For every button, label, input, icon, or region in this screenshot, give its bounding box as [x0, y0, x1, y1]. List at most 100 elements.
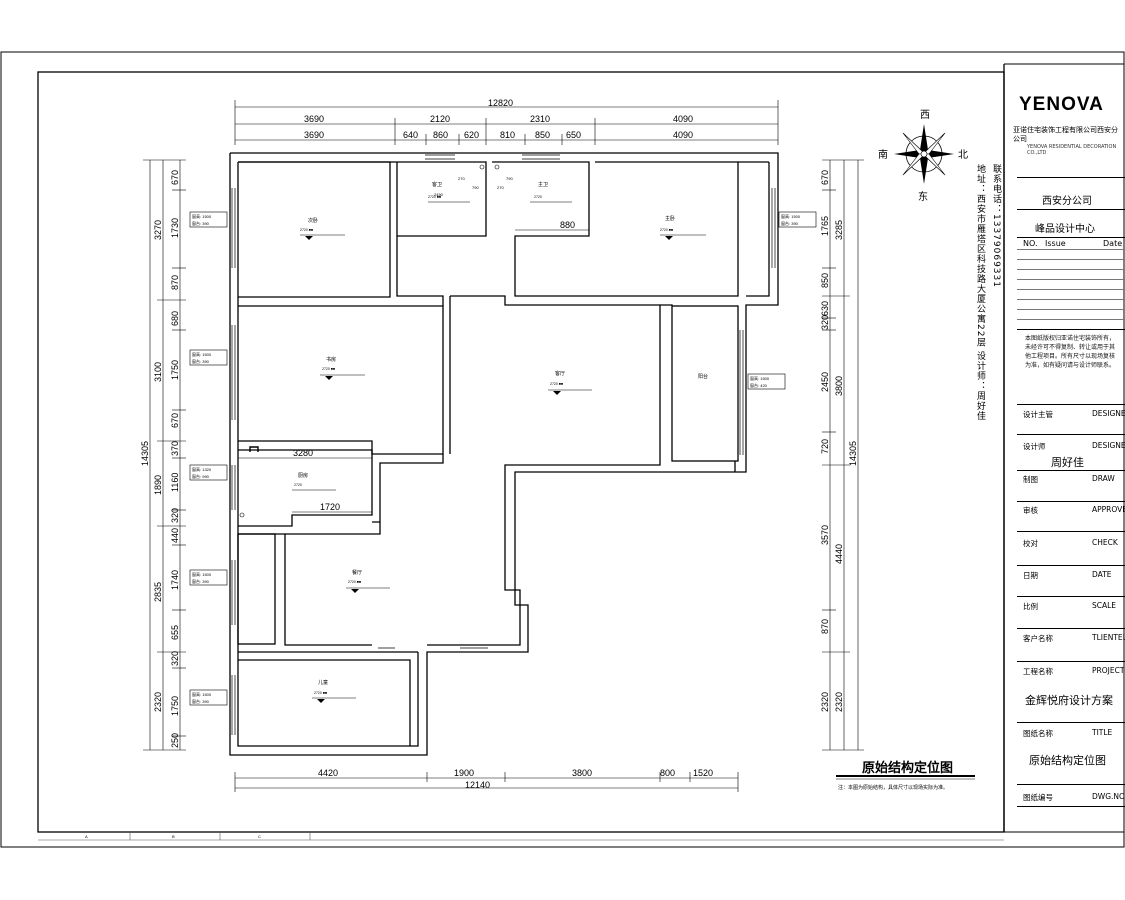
project-name: 金辉悦府设计方案: [1025, 694, 1113, 707]
tb-value: SCALE: [1092, 601, 1117, 610]
svg-text:655: 655: [170, 625, 180, 640]
svg-text:800: 800: [660, 768, 675, 778]
svg-text:窗高: 1500: 窗高: 1500: [781, 213, 801, 219]
svg-text:4440: 4440: [834, 544, 844, 564]
svg-text:窗高: 1500: 窗高: 1500: [750, 375, 770, 381]
svg-text:窗高: 1500: 窗高: 1500: [192, 351, 212, 357]
svg-text:320: 320: [170, 508, 180, 523]
tb-label: 图纸编号: [1023, 793, 1053, 802]
dim-bottom-total: 12140: [465, 780, 490, 790]
company-name: 亚诺住宅装饰工程有限公司西安分公司: [1013, 126, 1118, 143]
compass-north: 北: [958, 149, 968, 161]
svg-text:2450: 2450: [820, 372, 830, 392]
tb-label: 工程名称: [1023, 667, 1053, 676]
tb-value: PROJECT: [1092, 666, 1125, 675]
tb-label: 日期: [1023, 571, 1038, 580]
svg-text:270: 270: [497, 185, 504, 190]
designer-name: 周好佳: [1051, 456, 1084, 469]
svg-text:650: 650: [566, 130, 581, 140]
svg-text:2310: 2310: [530, 114, 550, 124]
tb-label: 设计主管: [1023, 410, 1053, 419]
svg-text:4090: 4090: [673, 114, 693, 124]
svg-text:670: 670: [170, 413, 180, 428]
bath-small-dims: 270 790 2450 270 790: [434, 176, 513, 197]
svg-text:810: 810: [500, 130, 515, 140]
svg-text:3690: 3690: [304, 130, 324, 140]
svg-text:1730: 1730: [170, 218, 180, 238]
dim-top-total: 12820: [488, 98, 513, 108]
svg-text:2320: 2320: [834, 692, 844, 712]
svg-text:窗高: 1500: 窗高: 1500: [192, 571, 212, 577]
bottom-dimension-text: 4420 1900 3800 800 1520 12140: [318, 768, 713, 790]
svg-text:680: 680: [170, 311, 180, 326]
compass-east: 东: [918, 190, 928, 203]
svg-text:1750: 1750: [170, 696, 180, 716]
svg-text:窗高: 1320: 窗高: 1320: [192, 466, 212, 472]
room-label-shu-fang: 书房: [326, 356, 336, 363]
svg-text:1160: 1160: [170, 473, 180, 492]
hdr-issue: Issue: [1045, 239, 1066, 248]
tb-label: 设计师: [1023, 442, 1046, 451]
frame-letter-c: C: [258, 834, 261, 839]
design-center: 峰品设计中心: [1035, 224, 1095, 235]
copyright-note: 本图纸版权归亚诺住宅装饰所有，未经许可不得复制、转让或用于其他工程项目。所有尺寸…: [1025, 335, 1116, 369]
room-code: 2720: [294, 483, 302, 487]
hdr-no: NO.: [1023, 239, 1038, 248]
svg-text:1900: 1900: [454, 768, 474, 778]
room-code: 2720 ■■: [550, 382, 563, 386]
room-labels: 次卧 2720 ■■ 客卫 2720 ■■ 主卫 2720 主卧 2720 ■■…: [292, 181, 708, 703]
tb-phone: 联系电话：13379069331: [991, 164, 1001, 288]
right-dimension-chains: [822, 159, 864, 751]
sheet-title-name: 原始结构定位图: [1029, 754, 1106, 767]
tb-label: 比例: [1023, 602, 1038, 611]
svg-text:1520: 1520: [693, 768, 713, 778]
svg-text:2320: 2320: [153, 692, 163, 712]
right-dimension-text: 670 1765 850 630 320 2450 720 3570 870 2…: [820, 170, 858, 712]
compass-icon: [894, 124, 954, 184]
svg-text:1750: 1750: [170, 360, 180, 380]
svg-text:3280: 3280: [293, 448, 313, 458]
compass-south: 南: [878, 148, 888, 161]
title-block: 联系电话：13379069331 地址：西安市雁塔区科技路大厦公寓22层 设计师…: [975, 64, 1125, 832]
room-code: 2720 ■■: [660, 228, 673, 232]
svg-text:窗台: 990: 窗台: 990: [192, 473, 210, 479]
svg-text:3100: 3100: [153, 362, 163, 382]
frame-letter-a: A: [85, 834, 88, 839]
room-label-ci-wo: 次卧: [308, 217, 318, 224]
tb-value: CHECK: [1092, 538, 1118, 547]
tb-value: DRAW: [1092, 474, 1115, 483]
tb-value: DESIGNERHO: [1092, 409, 1125, 418]
svg-text:670: 670: [820, 170, 830, 185]
svg-text:870: 870: [820, 619, 830, 634]
svg-text:270: 270: [458, 176, 465, 181]
tb-label: 图纸名称: [1023, 729, 1053, 738]
svg-text:窗台: 390: 窗台: 390: [192, 578, 210, 584]
svg-text:窗高: 1500: 窗高: 1500: [192, 213, 212, 219]
tb-label: 审核: [1023, 506, 1038, 515]
tb-label: 制图: [1023, 475, 1038, 484]
room-label-chu-fang: 厨房: [298, 472, 308, 479]
svg-text:4420: 4420: [318, 768, 338, 778]
hdr-date: Date: [1103, 239, 1123, 248]
tb-label: 客户名称: [1023, 634, 1053, 643]
room-label-er-tong: 儿童: [318, 679, 328, 686]
room-code: 2720: [534, 195, 542, 199]
top-dimension-chains: [234, 100, 779, 145]
exterior-walls: [229, 152, 779, 756]
svg-text:1720: 1720: [320, 502, 340, 512]
svg-text:1890: 1890: [153, 475, 163, 495]
compass-west: 西: [920, 110, 930, 121]
svg-text:窗台: 390: 窗台: 390: [192, 358, 210, 364]
svg-text:880: 880: [560, 220, 575, 230]
room-code: 2720 ■■: [428, 195, 441, 199]
drawing-note: 注：本图为原始结构，具体尺寸以现场实际为准。: [838, 784, 948, 791]
room-label-ke-ting: 客厅: [555, 370, 565, 377]
svg-text:790: 790: [472, 185, 479, 190]
room-code: 2720 ■■: [322, 367, 335, 371]
svg-text:370: 370: [170, 441, 180, 456]
svg-text:窗台: 390: 窗台: 390: [192, 220, 210, 226]
svg-text:320: 320: [170, 651, 180, 666]
room-label-ke-wei: 客卫: [432, 181, 442, 188]
svg-text:3800: 3800: [834, 376, 844, 396]
